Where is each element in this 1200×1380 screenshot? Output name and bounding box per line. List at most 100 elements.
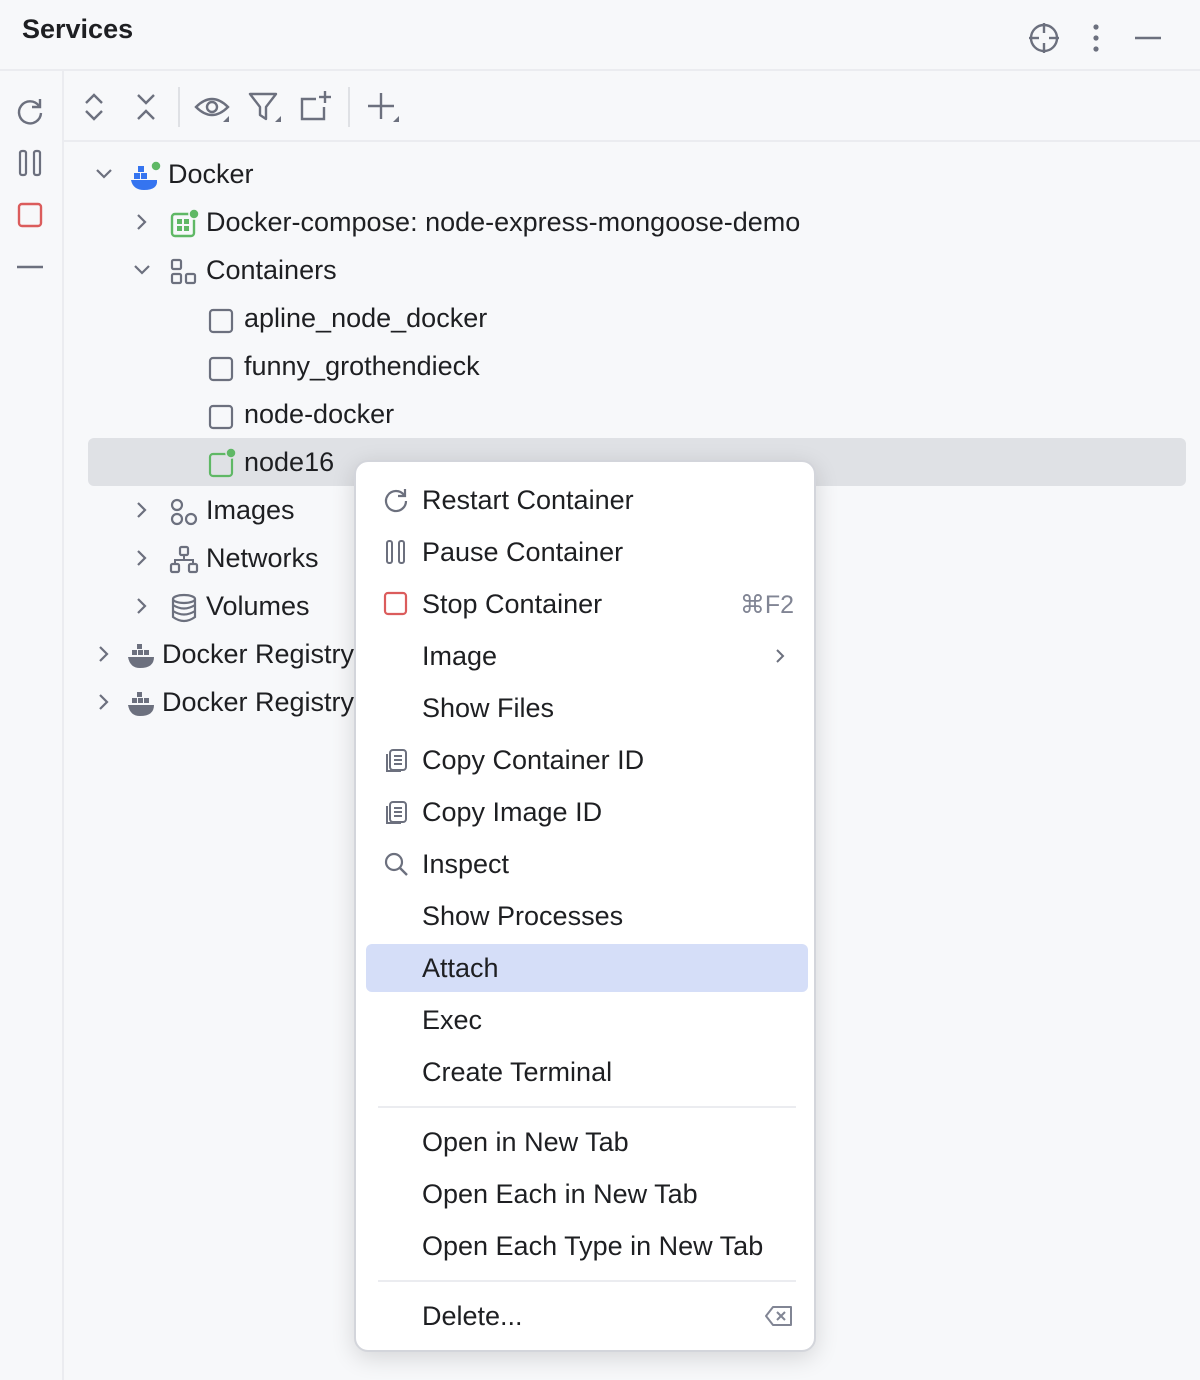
panel-title: Services	[22, 14, 134, 44]
menu-label: Show Processes	[422, 901, 624, 931]
backspace-key-icon	[765, 1306, 792, 1326]
docker-compose-icon	[170, 208, 200, 238]
pause-icon[interactable]	[14, 147, 46, 179]
images-icon	[170, 498, 198, 526]
tree-label-containers: Containers	[206, 255, 337, 285]
menu-separator	[378, 1280, 796, 1282]
tree-node-volumes[interactable]: Volumes	[64, 582, 1200, 630]
menu-item-restart-container[interactable]: Restart Container	[366, 476, 808, 524]
toolbar-separator	[178, 87, 180, 127]
menu-item-show-processes[interactable]: Show Processes	[366, 892, 808, 940]
menu-item-open-in-new-tab[interactable]: Open in New Tab	[366, 1118, 808, 1166]
containers-icon	[170, 258, 197, 285]
stop-icon[interactable]	[14, 199, 46, 231]
tree-node-docker[interactable]: Docker	[64, 150, 1200, 198]
restart-icon[interactable]	[14, 95, 46, 127]
menu-label: Open Each in New Tab	[422, 1179, 698, 1209]
docker-icon	[131, 160, 162, 190]
menu-label: Delete...	[422, 1301, 523, 1331]
menu-label: Copy Container ID	[422, 745, 645, 775]
menu-item-image-submenu[interactable]: Image	[366, 632, 808, 680]
menu-label: Restart Container	[422, 485, 634, 515]
collapse-all-icon[interactable]	[128, 89, 164, 125]
docker-registry-icon	[128, 692, 154, 716]
tree-label-images: Images	[206, 495, 295, 525]
tree-node-container[interactable]: apline_node_docker	[64, 294, 1200, 342]
container-running-icon	[208, 448, 237, 478]
services-header: Services	[0, 0, 1200, 71]
menu-label: Create Terminal	[422, 1057, 613, 1087]
menu-item-delete[interactable]: Delete...	[366, 1292, 808, 1340]
eye-view-options-icon[interactable]	[194, 89, 230, 125]
submenu-chevron-right-icon	[776, 649, 785, 663]
menu-label: Stop Container	[422, 589, 603, 619]
tree-label-registry: Docker Registry	[162, 687, 355, 717]
menu-label: Pause Container	[422, 537, 624, 567]
chevron-right-icon[interactable]	[130, 594, 154, 618]
chevron-right-icon[interactable]	[92, 642, 116, 666]
container-stopped-icon	[208, 356, 234, 382]
stop-icon	[383, 591, 408, 616]
add-service-icon[interactable]	[364, 89, 400, 125]
tree-label-compose: Docker-compose: node-express-mongoose-de…	[206, 207, 801, 237]
search-icon	[384, 852, 408, 876]
tree-node-container[interactable]: node-docker	[64, 390, 1200, 438]
menu-separator	[378, 1106, 796, 1108]
menu-label: Copy Image ID	[422, 797, 603, 827]
menu-item-copy-image-id[interactable]: Copy Image ID	[366, 788, 808, 836]
tree-node-docker-registry[interactable]: Docker Registry	[64, 630, 1200, 678]
copy-icon	[386, 749, 407, 772]
minimize-icon[interactable]	[1130, 20, 1166, 56]
restart-icon	[384, 489, 408, 513]
tree-label-container: node16	[244, 447, 335, 477]
menu-item-copy-container-id[interactable]: Copy Container ID	[366, 736, 808, 784]
menu-item-pause-container[interactable]: Pause Container	[366, 528, 808, 576]
menu-label: Show Files	[422, 693, 555, 723]
chevron-right-icon[interactable]	[92, 690, 116, 714]
chevron-right-icon[interactable]	[130, 546, 154, 570]
collapse-rail-icon[interactable]	[14, 251, 46, 283]
chevron-down-icon[interactable]	[92, 162, 116, 186]
docker-registry-icon	[128, 644, 154, 668]
menu-item-exec[interactable]: Exec	[366, 996, 808, 1044]
menu-item-open-each-type-in-new-tab[interactable]: Open Each Type in New Tab	[366, 1222, 808, 1270]
more-options-icon[interactable]	[1078, 20, 1114, 56]
menu-label: Attach	[422, 953, 499, 983]
tree-label-container: node-docker	[244, 399, 395, 429]
tree-label-container: funny_grothendieck	[244, 351, 480, 381]
tree-node-docker-compose[interactable]: Docker-compose: node-express-mongoose-de…	[64, 198, 1200, 246]
menu-label: Inspect	[422, 849, 510, 879]
tree-node-images[interactable]: Images	[64, 486, 1200, 534]
tree-label-docker: Docker	[168, 159, 254, 189]
menu-label: Open in New Tab	[422, 1127, 629, 1157]
tree-node-container[interactable]: funny_grothendieck	[64, 342, 1200, 390]
tree-label-registry: Docker Registry	[162, 639, 355, 669]
volumes-database-icon	[171, 593, 197, 623]
copy-icon	[386, 801, 407, 824]
pause-icon	[386, 540, 405, 564]
menu-item-stop-container[interactable]: Stop Container ⌘F2	[366, 580, 808, 628]
container-stopped-icon	[208, 308, 234, 334]
filter-icon[interactable]	[246, 89, 282, 125]
chevron-right-icon[interactable]	[130, 210, 154, 234]
tree-node-containers[interactable]: Containers	[64, 246, 1200, 294]
toolbar-separator	[348, 87, 350, 127]
left-action-rail	[0, 71, 64, 1380]
menu-label: Image	[422, 641, 498, 671]
tree-node-docker-registry[interactable]: Docker Registry	[64, 678, 1200, 726]
menu-label: Open Each Type in New Tab	[422, 1231, 764, 1261]
menu-item-attach[interactable]: Attach	[366, 944, 808, 992]
chevron-down-icon[interactable]	[130, 258, 154, 282]
menu-item-open-each-in-new-tab[interactable]: Open Each in New Tab	[366, 1170, 808, 1218]
menu-item-show-files[interactable]: Show Files	[366, 684, 808, 732]
tree-node-networks[interactable]: Networks	[64, 534, 1200, 582]
menu-item-create-terminal[interactable]: Create Terminal	[366, 1048, 808, 1096]
tree-label-volumes: Volumes	[206, 591, 310, 621]
locate-target-icon[interactable]	[1026, 20, 1062, 56]
tree-label-container: apline_node_docker	[244, 303, 488, 333]
menu-label: Exec	[422, 1005, 483, 1035]
chevron-right-icon[interactable]	[130, 498, 154, 522]
new-service-group-icon[interactable]	[298, 89, 334, 125]
expand-all-icon[interactable]	[76, 89, 112, 125]
menu-item-inspect[interactable]: Inspect	[366, 840, 808, 888]
